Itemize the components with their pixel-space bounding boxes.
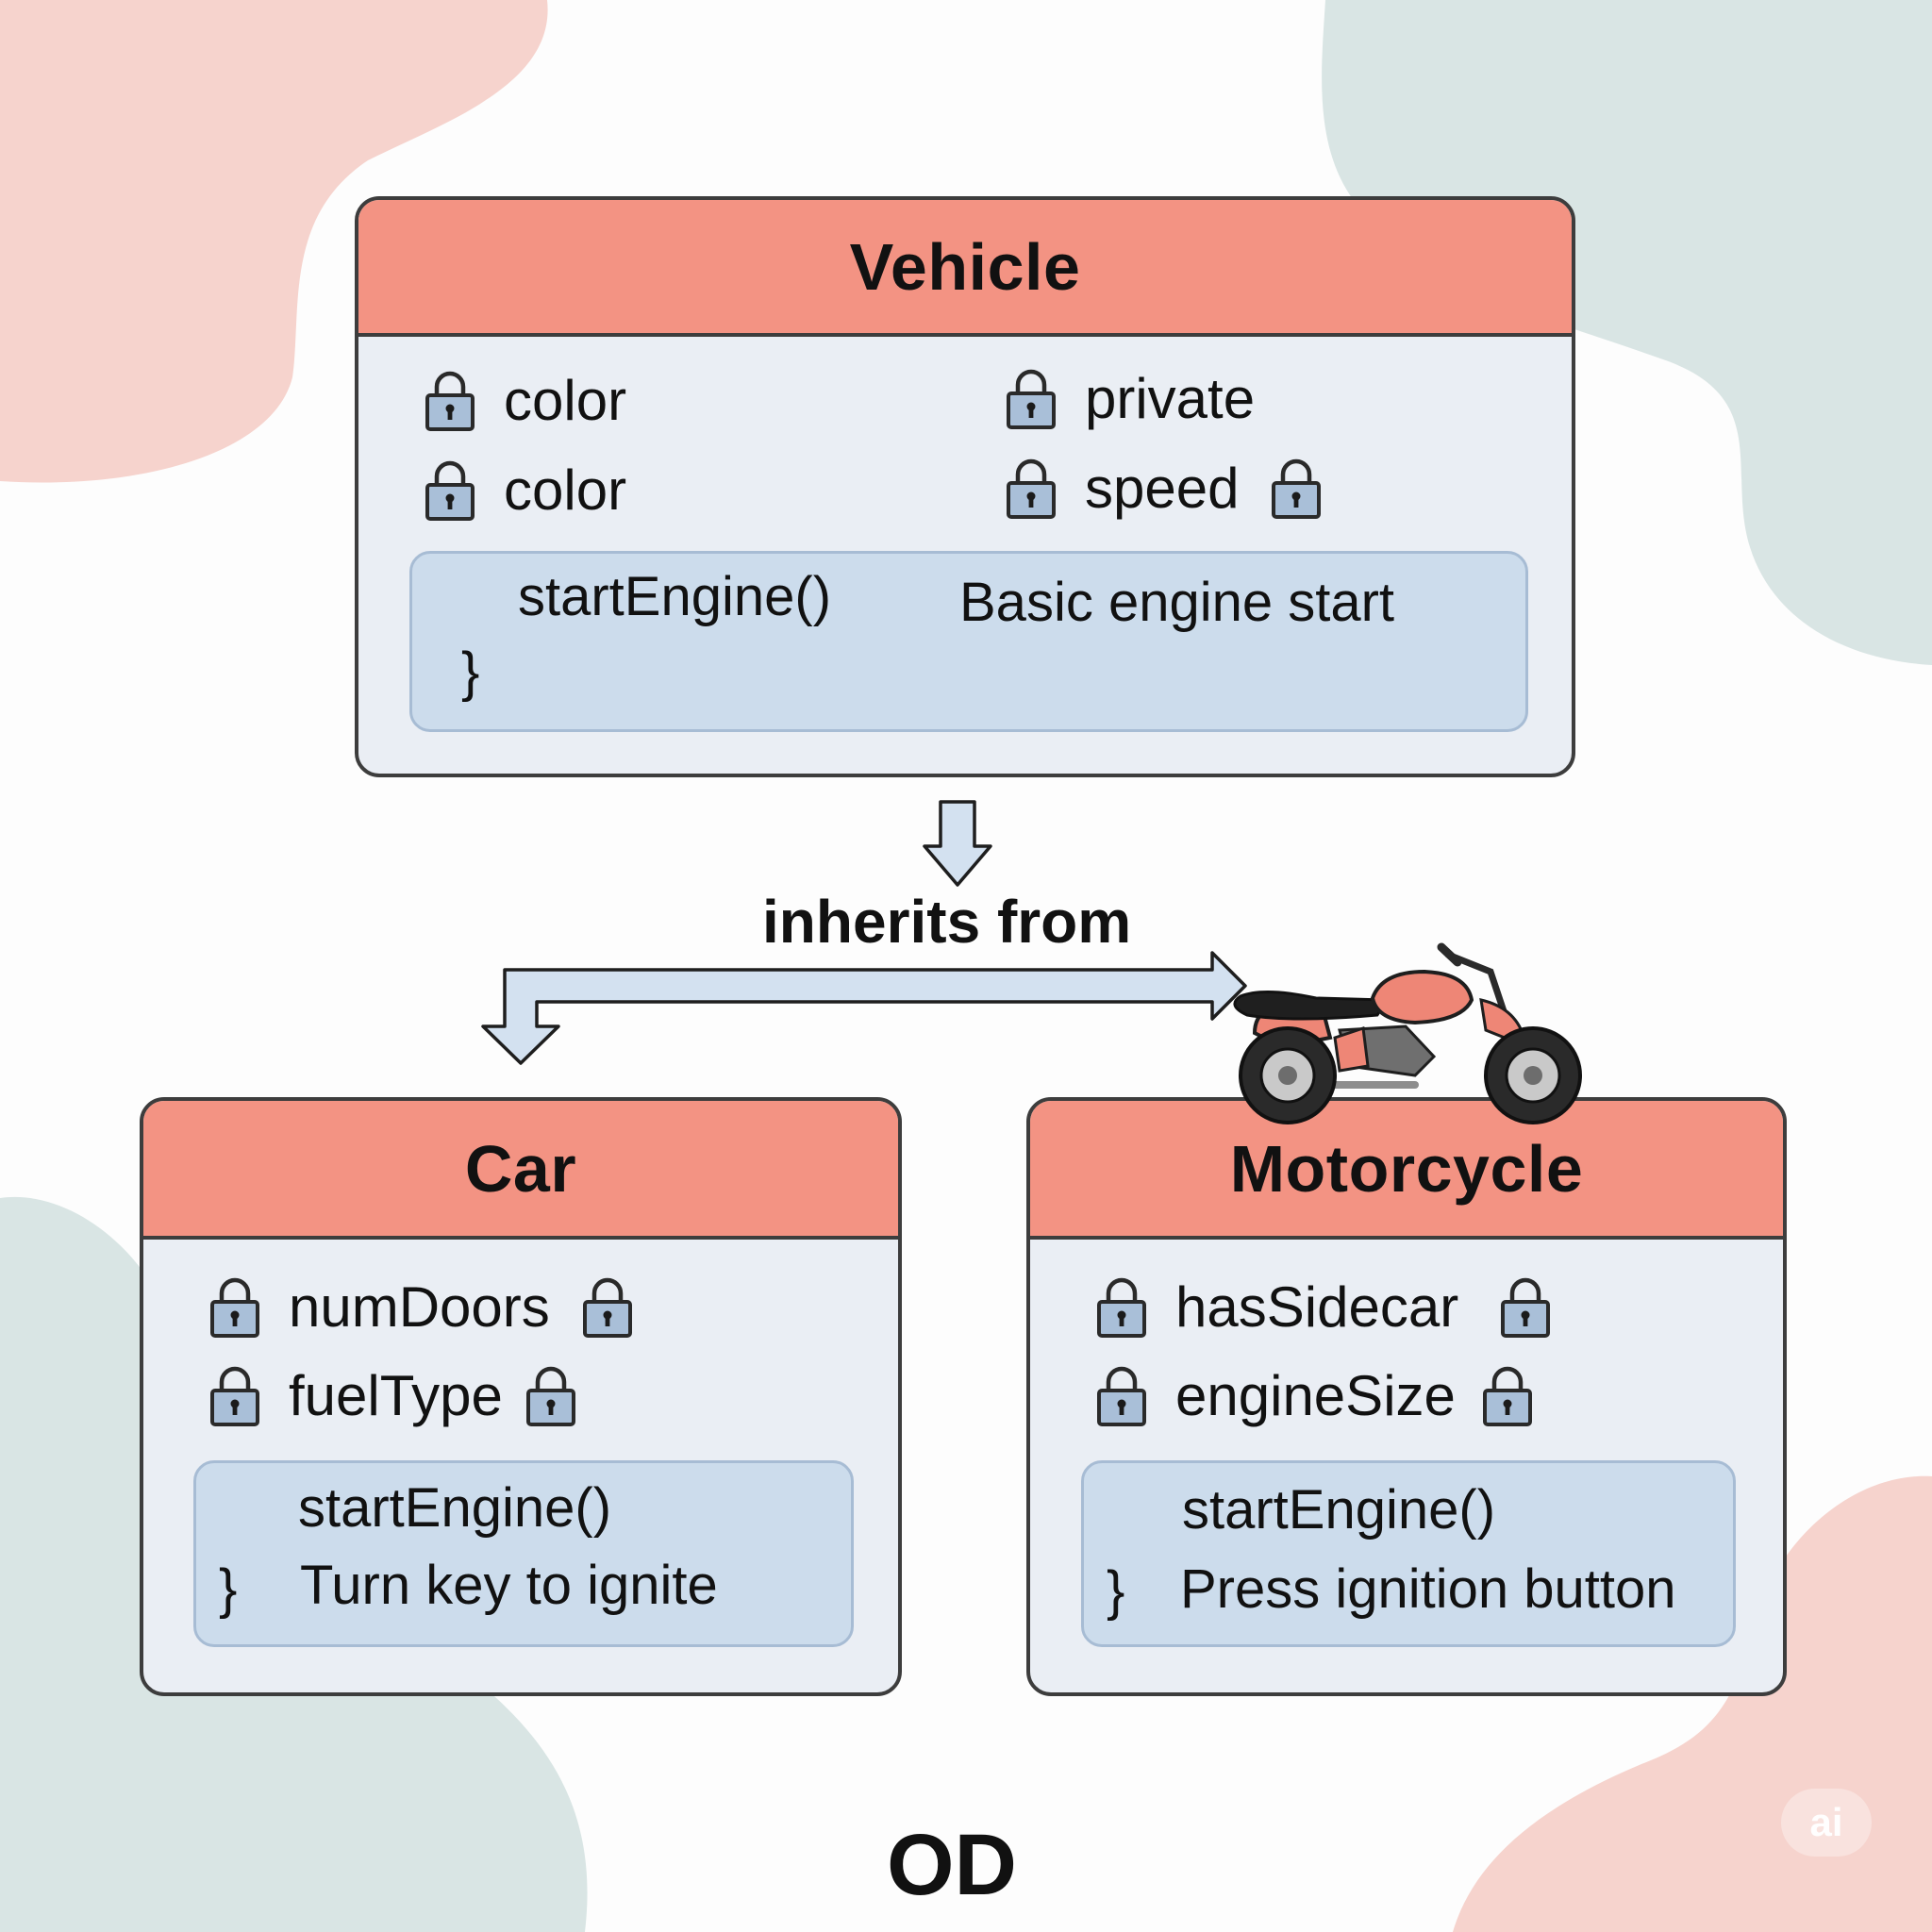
motorcycle-title: Motorcycle — [1229, 1131, 1584, 1206]
attribute-label: color — [504, 369, 627, 432]
method-name: startEngine() — [298, 1477, 612, 1539]
method-name: startEngine() — [518, 566, 832, 627]
footer-label: OD — [887, 1817, 1017, 1913]
lock-icon — [209, 1365, 260, 1427]
method-name: startEngine() — [1182, 1479, 1496, 1541]
method-brace: } — [1107, 1560, 1125, 1622]
attribute-label: hasSidecar — [1175, 1275, 1459, 1339]
ai-badge: ai — [1781, 1789, 1872, 1857]
inheritance-label: inherits from — [762, 888, 1132, 956]
lock-icon — [1096, 1365, 1147, 1427]
car-header: Car — [143, 1101, 898, 1240]
method-description: Press ignition button — [1180, 1558, 1676, 1620]
vehicle-class: Vehicle color color private speed startE… — [355, 196, 1575, 777]
method-panel: startEngine() Basic engine start } — [409, 551, 1528, 732]
method-brace: } — [219, 1558, 238, 1620]
vehicle-title: Vehicle — [849, 229, 1081, 304]
blob-bottom-right — [1453, 1475, 1932, 1932]
attribute-label: fuelType — [289, 1364, 503, 1427]
motorcycle-class: Motorcycle hasSidecar engineSize startEn… — [1026, 1097, 1787, 1696]
attribute-label: color — [504, 458, 627, 522]
blob-top-left — [0, 0, 548, 483]
lock-icon — [1500, 1276, 1551, 1339]
lock-icon — [525, 1365, 576, 1427]
lock-icon — [1096, 1276, 1147, 1339]
lock-icon — [1482, 1365, 1533, 1427]
lock-icon — [209, 1276, 260, 1339]
method-panel: startEngine() } Turn key to ignite — [193, 1460, 854, 1647]
lock-icon — [425, 370, 475, 432]
attribute-row: speed — [1006, 456, 1322, 521]
lock-icon — [1006, 368, 1057, 430]
attribute-row: color — [425, 458, 626, 523]
method-description: Basic engine start — [959, 572, 1395, 633]
attribute-row: engineSize — [1096, 1363, 1533, 1428]
blob-top-right — [1322, 0, 1932, 665]
car-class: Car numDoors fuelType startEngine() } Tu… — [140, 1097, 902, 1696]
car-title: Car — [464, 1131, 577, 1206]
lock-icon — [1006, 458, 1057, 520]
attribute-label: engineSize — [1175, 1364, 1456, 1427]
attribute-row: private — [1006, 366, 1255, 431]
lock-icon — [1271, 458, 1322, 520]
lock-icon — [582, 1276, 633, 1339]
attribute-label: speed — [1085, 457, 1240, 520]
method-description: Turn key to ignite — [300, 1555, 718, 1616]
method-brace: } — [461, 641, 480, 703]
method-panel: startEngine() } Press ignition button — [1081, 1460, 1736, 1647]
attribute-row: fuelType — [209, 1363, 576, 1428]
motorcycle-header: Motorcycle — [1030, 1101, 1783, 1240]
vehicle-header: Vehicle — [358, 200, 1572, 337]
attribute-row: numDoors — [209, 1274, 633, 1340]
attribute-label: numDoors — [289, 1275, 550, 1339]
attribute-row: hasSidecar — [1096, 1274, 1551, 1340]
lock-icon — [425, 459, 475, 522]
attribute-row: color — [425, 368, 626, 433]
attribute-label: private — [1085, 367, 1256, 430]
